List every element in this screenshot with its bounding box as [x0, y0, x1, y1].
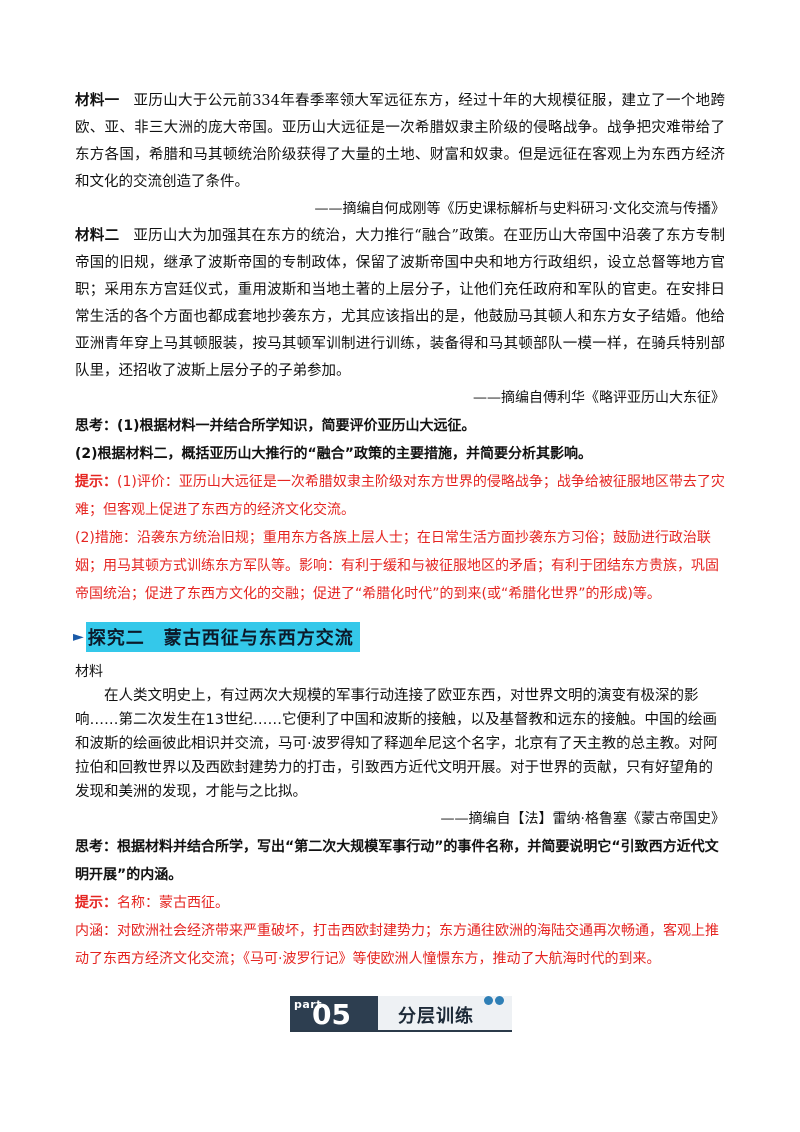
- hint-name: 提示：名称：蒙古西征。: [75, 889, 725, 917]
- hint-answer-1: 提示：(1)评价：亚历山大远征是一次希腊奴隶主阶级对东方世界的侵略战争；战争给被…: [75, 468, 725, 524]
- material-two: 材料二亚历山大为加强其在东方的统治，大力推行“融合”政策。在亚历山大帝国中沿袭了…: [75, 223, 725, 385]
- material-two-label: 材料二: [75, 228, 120, 244]
- material-text: 在人类文明史上，有过两次大规模的军事行动连接了欧亚东西，对世界文明的演变有极深的…: [75, 688, 718, 800]
- section-heading: ► 探究二 蒙古西征与东西方交流: [73, 622, 725, 652]
- material-one-text: 亚历山大于公元前334年春季率领大军远征东方，经过十年的大规模征服，建立了一个地…: [75, 93, 725, 190]
- material-label: 材料: [75, 664, 103, 680]
- material-two-text: 亚历山大为加强其在东方的统治，大力推行“融合”政策。在亚历山大帝国中沿袭了东方专…: [75, 228, 726, 379]
- hint-answer-2: (2)措施：沿袭东方统治旧规；重用东方各族上层人士；在日常生活方面抄袭东方习俗；…: [75, 530, 719, 602]
- triangle-marker-icon: ►: [73, 629, 84, 645]
- hint-answer-1-text: (1)评价：亚历山大远征是一次希腊奴隶主阶级对东方世界的侵略战争；战争给被征服地…: [75, 474, 725, 518]
- part-label: part.: [294, 998, 327, 1011]
- think-question: 思考：根据材料并结合所学，写出“第二次大规模军事行动”的事件名称，并简要说明它“…: [75, 839, 719, 883]
- part-banner: part. 05 分层训练: [290, 996, 512, 1032]
- material-one: 材料一亚历山大于公元前334年春季率领大军远征东方，经过十年的大规模征服，建立了…: [75, 88, 725, 196]
- material-one-source: ——摘编自何成刚等《历史课标解析与史料研习·文化交流与传播》: [314, 201, 725, 217]
- think-question-1: 思考：(1)根据材料一并结合所学知识，简要评价亚历山大远征。: [75, 418, 476, 434]
- material-one-label: 材料一: [75, 93, 120, 109]
- section-title: 探究二 蒙古西征与东西方交流: [85, 622, 360, 652]
- part-banner-dark: [290, 996, 378, 1030]
- decorative-dots-icon: [484, 990, 506, 1009]
- material-two-source: ——摘编自傅利华《略评亚历山大东征》: [473, 390, 725, 406]
- think-question-2: (2)根据材料二，概括亚历山大推行的“融合”政策的主要措施，并简要分析其影响。: [75, 446, 592, 462]
- part-title: 分层训练: [398, 1006, 474, 1027]
- part-number: 05: [312, 998, 351, 1031]
- material-source: ——摘编自【法】雷纳·格鲁塞《蒙古帝国史》: [440, 811, 725, 827]
- hint-label: 提示：: [75, 474, 117, 490]
- hint-label-2: 提示：: [75, 895, 117, 911]
- hint-meaning: 内涵：对欧洲社会经济带来严重破坏，打击西欧封建势力；东方通往欧洲的海陆交通再次畅…: [75, 923, 719, 967]
- document-body: 材料一亚历山大于公元前334年春季率领大军远征东方，经过十年的大规模征服，建立了…: [73, 88, 725, 973]
- hint-name-text: 名称：蒙古西征。: [117, 895, 229, 911]
